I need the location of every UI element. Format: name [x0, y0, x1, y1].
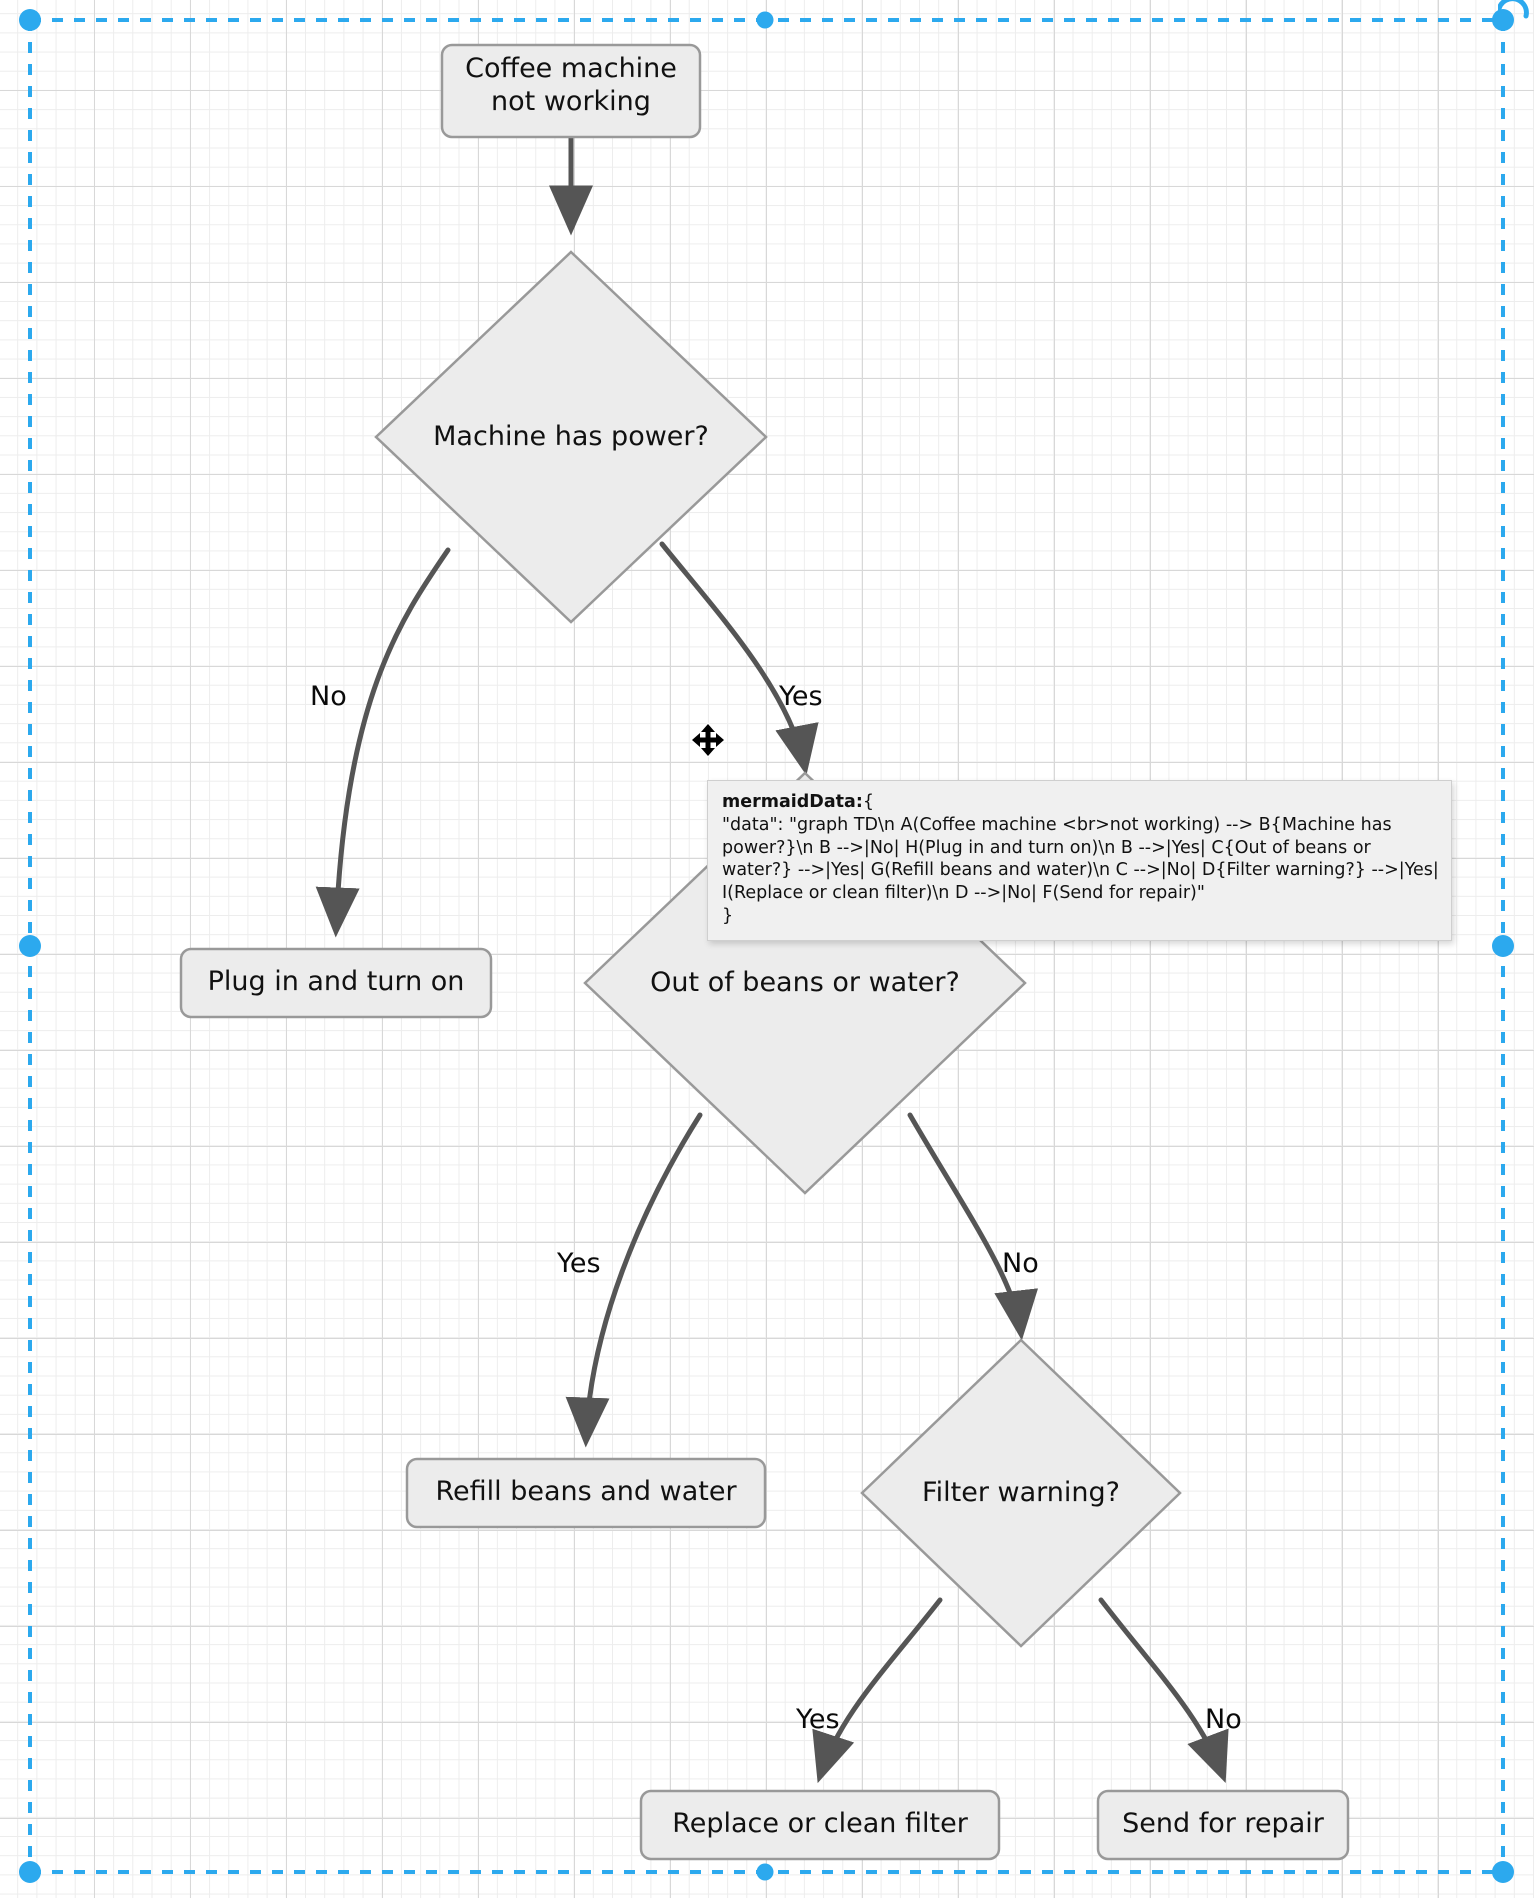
node-group [179, 43, 1350, 1861]
edge-label-d-to-f-no: No [1205, 1704, 1242, 1735]
edge-label-b-to-h-no: No [310, 681, 347, 712]
edge-label-d-to-i-yes: Yes [796, 1704, 840, 1735]
tooltip-key: mermaidData: [722, 792, 863, 812]
edge-label-b-to-c-yes: Yes [779, 681, 823, 712]
edge-c-to-d [907, 1112, 1039, 1341]
node-send-for-repair [1096, 1789, 1350, 1861]
tooltip-open-brace: { [862, 792, 874, 812]
resize-handle-bottom-center[interactable] [756, 1863, 774, 1881]
node-filter-warning [860, 1338, 1182, 1648]
tooltip-close-brace: } [722, 905, 734, 926]
edge-label-c-to-g-yes: Yes [557, 1248, 601, 1279]
resize-handle-bottom-right[interactable] [1492, 1861, 1514, 1883]
resize-handle-top-center[interactable] [756, 11, 774, 29]
node-replace-or-clean-filter [639, 1789, 1001, 1861]
rotate-handle-icon[interactable] [1498, 0, 1532, 30]
resize-handle-top-left[interactable] [19, 9, 41, 31]
mermaid-data-tooltip: mermaidData:{ "data": "graph TD\n A(Coff… [707, 780, 1452, 941]
resize-handle-middle-left[interactable] [19, 935, 41, 957]
move-cursor-icon [690, 722, 726, 758]
edge-b-to-h [315, 547, 451, 938]
edge-c-to-g [565, 1112, 703, 1448]
edge-b-to-c [659, 541, 819, 776]
resize-handle-bottom-left[interactable] [19, 1861, 41, 1883]
node-refill-beans-and-water [405, 1457, 767, 1529]
resize-handle-middle-right[interactable] [1492, 935, 1514, 957]
edge-group [315, 135, 1229, 1784]
edge-label-c-to-d-no: No [1002, 1248, 1039, 1279]
node-machine-has-power [374, 250, 768, 624]
node-coffee-machine-not-working [440, 43, 702, 139]
edge-d-to-f [1098, 1597, 1229, 1784]
tooltip-body: "data": "graph TD\n A(Coffee machine <br… [722, 814, 1439, 903]
edge-d-to-i [812, 1597, 943, 1784]
node-plug-in-and-turn-on [179, 947, 493, 1019]
